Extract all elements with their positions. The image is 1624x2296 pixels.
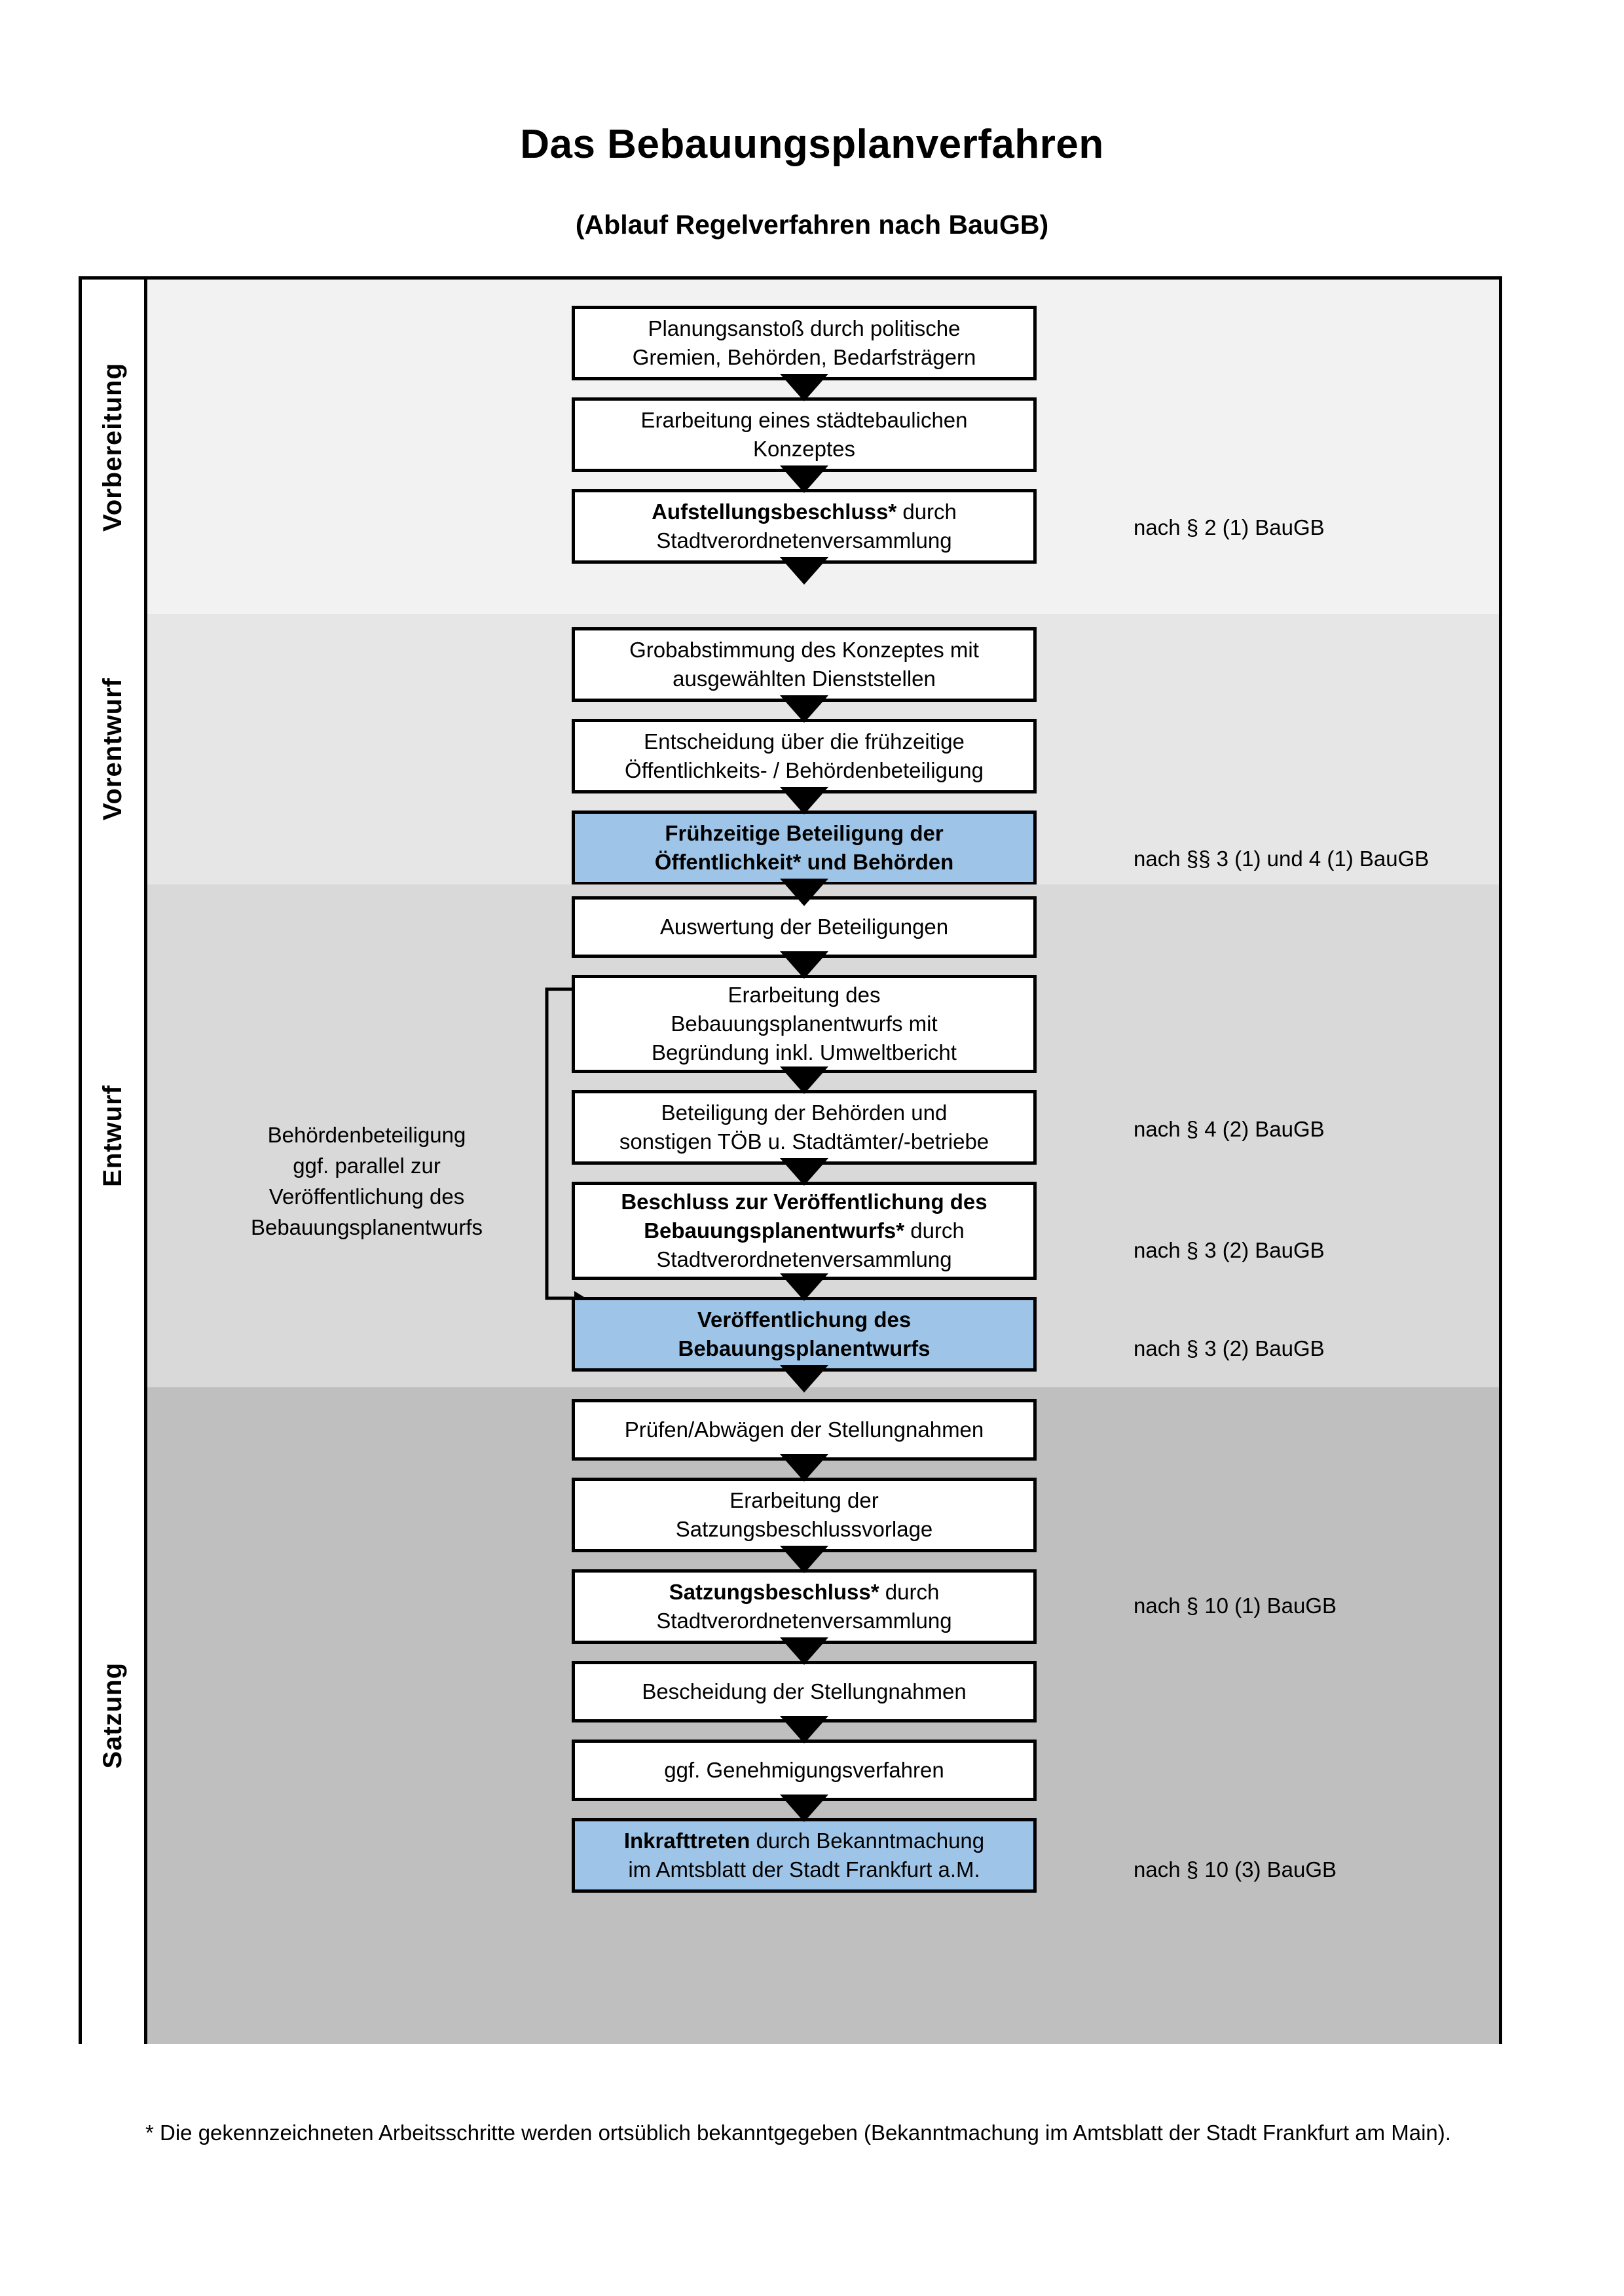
- page-title: Das Bebauungsplanverfahren: [520, 122, 1104, 167]
- side-note-behoerdenbeteiligung: Behördenbeteiligung ggf. parallel zur Ve…: [250, 1123, 483, 1239]
- arrow-down-icon: [780, 557, 828, 585]
- footnote-text: * Die gekennzeichneten Arbeitsschritte w…: [145, 2121, 1451, 2145]
- phase-label-text: Vorbereitung: [98, 362, 127, 532]
- flow-box-text: Bescheidung der Stellungnahmen: [642, 1679, 967, 1704]
- page-subtitle: (Ablauf Regelverfahren nach BauGB): [575, 210, 1049, 240]
- phase-row-vorbereitung: Vorbereitung Planungsanstoß durch politi…: [82, 280, 1499, 614]
- legal-reference-3: nach § 4 (2) BauGB: [1134, 1117, 1325, 1141]
- legal-reference-4: nach § 3 (2) BauGB: [1134, 1238, 1325, 1262]
- phase-body-entwurf: Behördenbeteiligung ggf. parallel zur Ve…: [147, 884, 1499, 1393]
- flow-box-pruefen-abwaegen[interactable]: Prüfen/Abwägen der Stellungnahmen: [572, 1399, 1037, 1461]
- legal-reference-1: nach § 2 (1) BauGB: [1134, 515, 1325, 539]
- arrow-down-icon: [780, 1158, 828, 1186]
- arrow-down-icon: [780, 951, 828, 979]
- phase-row-satzung: Satzung Prüfen/Abwägen der Stellungnahme…: [82, 1387, 1499, 2044]
- phase-label-entwurf: Entwurf: [82, 884, 147, 1387]
- flow-box-text: ggf. Genehmigungsverfahren: [664, 1758, 944, 1783]
- legal-reference-5: nach § 3 (2) BauGB: [1134, 1336, 1325, 1360]
- arrow-down-icon: [780, 1365, 828, 1393]
- flow-box-bescheidung[interactable]: Bescheidung der Stellungnahmen: [572, 1661, 1037, 1722]
- phase-row-entwurf: Entwurf Behördenbeteiligung ggf. paralle…: [82, 884, 1499, 1393]
- legal-reference-2: nach §§ 3 (1) und 4 (1) BauGB: [1134, 847, 1430, 871]
- phase-label-text: Vorentwurf: [98, 678, 127, 821]
- flow-box-text: Prüfen/Abwägen der Stellungnahmen: [624, 1417, 984, 1442]
- phase-body-satzung: Prüfen/Abwägen der Stellungnahmen Erarbe…: [147, 1387, 1499, 2044]
- phase-label-vorbereitung: Vorbereitung: [82, 280, 147, 614]
- arrow-down-icon: [780, 465, 828, 493]
- arrow-down-icon: [780, 1066, 828, 1094]
- arrow-down-icon: [780, 1546, 828, 1573]
- arrow-down-icon: [780, 374, 828, 401]
- phase-row-vorentwurf: Vorentwurf Grobabstimmung des Konzeptes …: [82, 614, 1499, 906]
- phase-label-text: Entwurf: [98, 1085, 127, 1187]
- arrow-down-icon: [780, 879, 828, 906]
- phase-label-text: Satzung: [98, 1662, 127, 1769]
- arrow-down-icon: [780, 1454, 828, 1482]
- arrow-down-icon: [780, 1273, 828, 1301]
- arrow-down-icon: [780, 1637, 828, 1665]
- arrow-down-icon: [780, 787, 828, 814]
- flow-box-genehmigungsverfahren[interactable]: ggf. Genehmigungsverfahren: [572, 1740, 1037, 1801]
- phase-label-vorentwurf: Vorentwurf: [82, 614, 147, 884]
- flow-box-text: Auswertung der Beteiligungen: [659, 915, 949, 939]
- legal-reference-7: nach § 10 (3) BauGB: [1134, 1857, 1337, 1882]
- arrow-down-icon: [780, 1795, 828, 1822]
- arrow-down-icon: [780, 695, 828, 723]
- legal-reference-6: nach § 10 (1) BauGB: [1134, 1594, 1337, 1618]
- flowchart-frame: Vorbereitung Planungsanstoß durch politi…: [79, 276, 1502, 2044]
- arrow-down-icon: [780, 1716, 828, 1743]
- phase-label-satzung: Satzung: [82, 1387, 147, 2044]
